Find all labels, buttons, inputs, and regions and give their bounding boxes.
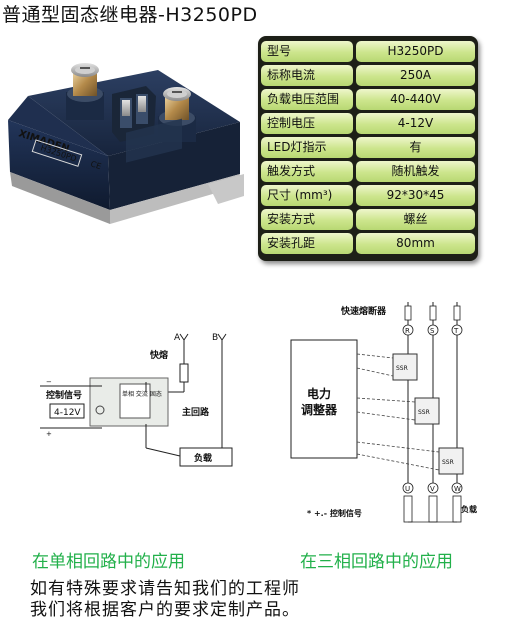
- spec-key: 负载电压范围: [261, 89, 353, 110]
- control-voltage-box: [49, 403, 85, 419]
- svg-text:SSR: SSR: [442, 459, 454, 466]
- spec-value: 92*30*45: [356, 185, 475, 206]
- load-label-3p: 负载: [461, 504, 477, 514]
- spec-value: H3250PD: [356, 41, 475, 62]
- spec-key: 标称电流: [261, 65, 353, 86]
- main-loop-label: 主回路: [182, 406, 210, 418]
- control-signal-label: 控制信号: [46, 389, 82, 401]
- output-w: W: [454, 485, 461, 493]
- spec-value: 250A: [356, 65, 475, 86]
- spec-row: 尺寸 (mm³)92*30*45: [261, 185, 475, 206]
- load-resistor-v: [428, 495, 438, 523]
- control-signal-label-3p: * +.- 控制信号: [307, 508, 362, 518]
- spec-value: 4-12V: [356, 113, 475, 134]
- input-t: T: [453, 327, 459, 335]
- spec-value: 随机触发: [356, 161, 475, 182]
- fast-fuse-1: [404, 305, 412, 321]
- ssr-3: [438, 447, 464, 475]
- note-line-1: 如有特殊要求请告知我们的工程师: [30, 579, 300, 599]
- svg-text:SSR: SSR: [418, 409, 430, 416]
- output-u: U: [405, 485, 410, 493]
- spec-key: 触发方式: [261, 161, 353, 182]
- fuse-symbol: [179, 363, 189, 383]
- spec-key: LED灯指示: [261, 137, 353, 158]
- load-label: 负载: [194, 452, 212, 464]
- phase-b-label: B: [212, 333, 218, 343]
- load-box: [179, 447, 233, 467]
- output-v: V: [430, 485, 435, 493]
- spec-value: 有: [356, 137, 475, 158]
- single-phase-diagram: A B 快熔 主回路 单相 交流 固态 控制信号 4-12V − + 负载: [40, 333, 233, 467]
- page-title: 普通型固态继电器-H3250PD: [2, 4, 258, 26]
- controller-line1: 电力: [307, 386, 331, 401]
- fast-fuse-3: [453, 305, 461, 321]
- ssr-1: [392, 353, 418, 381]
- product-ce: CE: [89, 159, 102, 171]
- product-photo: XIMADEN H3250PD CE: [8, 63, 244, 224]
- spec-key: 安装孔距: [261, 233, 353, 254]
- control-voltage: 4-12V: [54, 408, 81, 418]
- caption-three-phase: 在三相回路中的应用: [300, 552, 453, 572]
- spec-row: LED灯指示有: [261, 137, 475, 158]
- phase-a-label: A: [174, 333, 181, 343]
- power-controller: [290, 339, 358, 459]
- fast-fuse-2: [429, 305, 437, 321]
- ssr-text: 单相 交流 固态: [122, 390, 162, 398]
- spec-value: 40-440V: [356, 89, 475, 110]
- spec-row: 触发方式随机触发: [261, 161, 475, 182]
- load-resistor-w: [452, 495, 462, 523]
- svg-text:−: −: [46, 378, 52, 386]
- svg-text:+: +: [46, 430, 52, 438]
- input-s: S: [430, 327, 435, 335]
- spec-key: 控制电压: [261, 113, 353, 134]
- spec-value: 80mm: [356, 233, 475, 254]
- controller-line2: 调整器: [301, 402, 338, 417]
- spec-key: 型号: [261, 41, 353, 62]
- note-line-2: 我们将根据客户的要求定制产品。: [30, 600, 300, 620]
- spec-value: 螺丝: [356, 209, 475, 230]
- load-resistor-u: [403, 495, 413, 523]
- input-r: R: [405, 327, 410, 335]
- fast-fuse-label: 快速熔断器: [341, 305, 387, 317]
- three-phase-diagram: 快速熔断器 R S T 电力 调整器 SSR SSR SSR U V: [290, 302, 477, 523]
- spec-key: 尺寸 (mm³): [261, 185, 353, 206]
- ssr-2: [414, 397, 440, 425]
- svg-text:SSR: SSR: [396, 365, 408, 372]
- fuse-label: 快熔: [150, 349, 169, 361]
- spec-row: 安装方式螺丝: [261, 209, 475, 230]
- caption-single-phase: 在单相回路中的应用: [32, 552, 185, 572]
- spec-key: 安装方式: [261, 209, 353, 230]
